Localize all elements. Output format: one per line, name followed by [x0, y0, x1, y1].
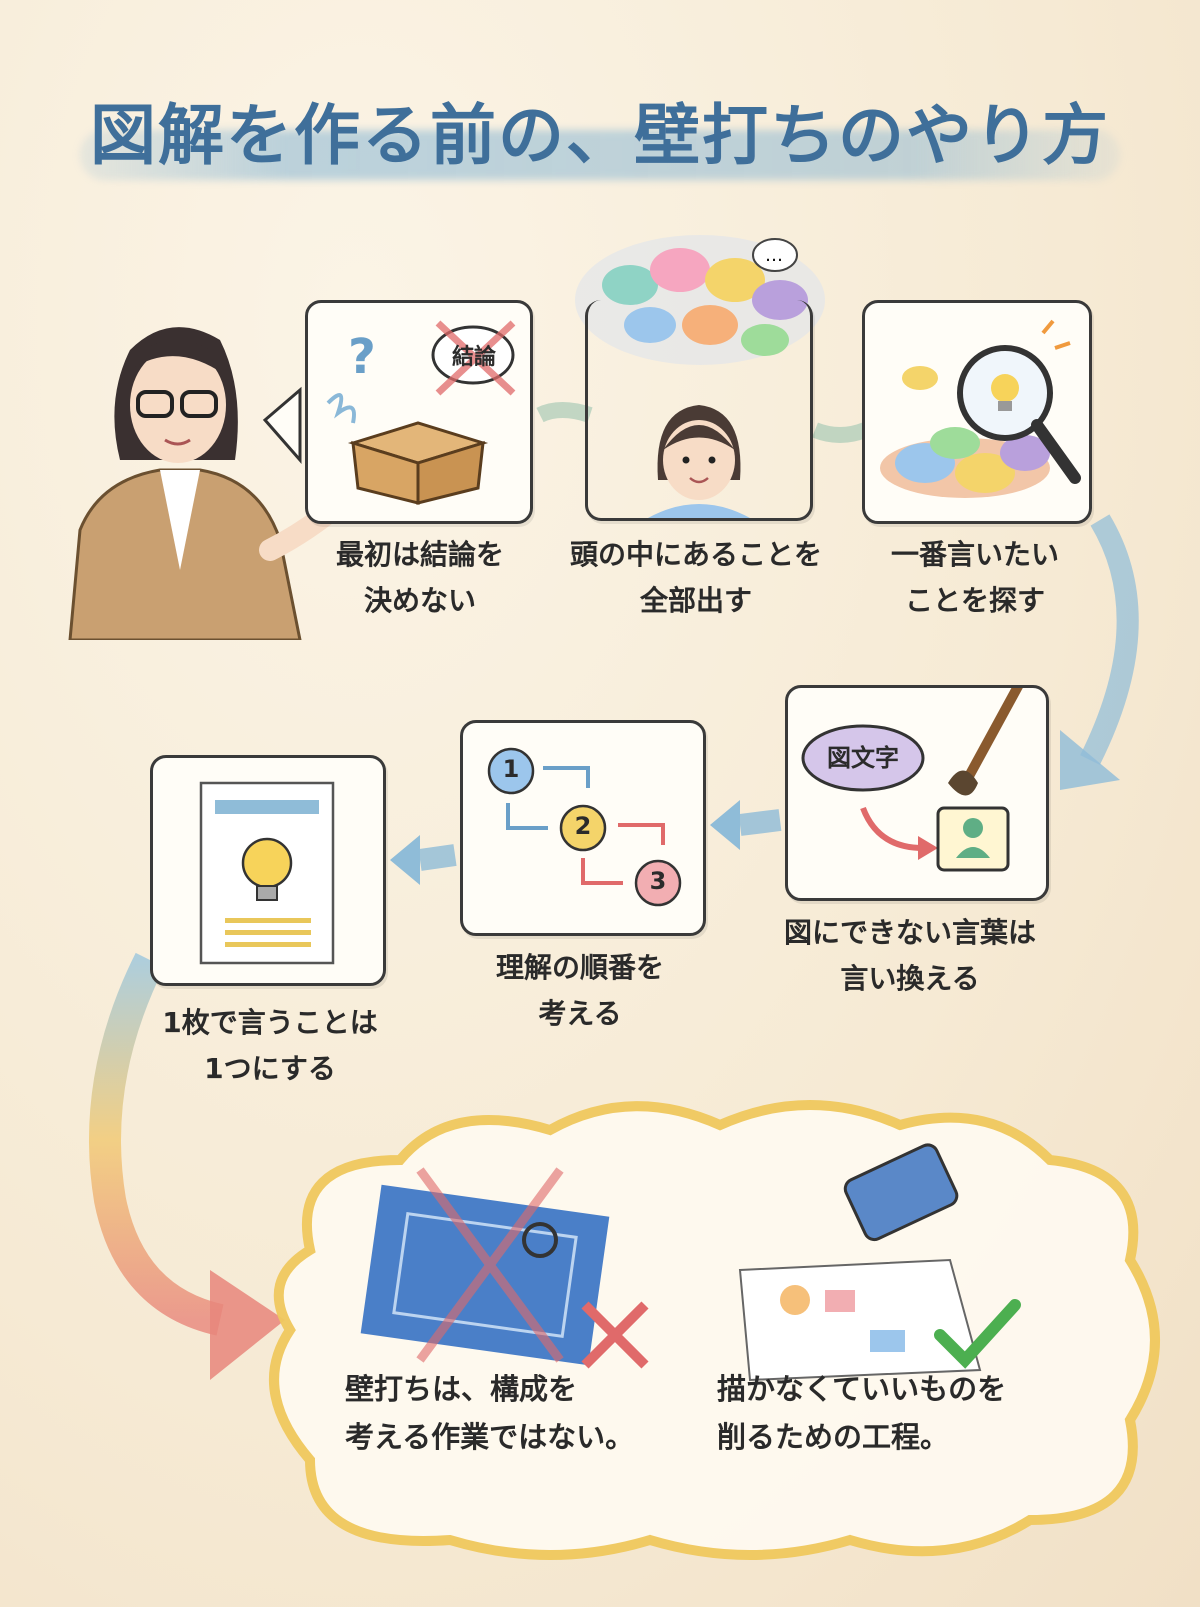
summary-cloud [269, 1100, 1160, 1560]
thought-clouds-illustration: … [575, 235, 825, 365]
number-1: 1 [502, 755, 520, 783]
summary-right-text: 描かなくていいものを 削るための工程。 [717, 1365, 1006, 1461]
girl-thinking-icon [648, 405, 750, 518]
summary-left-line1: 壁打ちは、構成を [345, 1372, 578, 1406]
step-1-line2: 決めない [363, 584, 476, 617]
step-4-label: 図にできない言葉は 言い換える [760, 910, 1060, 1002]
step-6-line2: 1つにする [204, 1052, 336, 1085]
open-box-icon: ? [326, 320, 516, 505]
number-2: 2 [574, 812, 592, 840]
page-title: 図解を作る前の、壁打ちのやり方 [90, 97, 1110, 174]
eraser-check-icon [738, 1143, 1021, 1382]
summary-left-line2: 考える作業ではない。 [345, 1420, 635, 1454]
step-1-line1: 最初は結論を [335, 538, 504, 571]
step-5-card: 1 2 3 [460, 720, 706, 936]
step-3-card [862, 300, 1092, 524]
blueprint-crossed-icon [360, 1167, 649, 1369]
presenter-illustration [68, 327, 360, 640]
summary-right-line1: 描かなくていいものを [717, 1372, 1007, 1406]
step-5-label: 理解の順番を 考える [440, 945, 720, 1037]
step-3-label: 一番言いたい ことを探す [845, 532, 1105, 624]
step-4-card: 図文字 [785, 685, 1049, 901]
step-4-line1: 図にできない言葉は [783, 916, 1036, 949]
number-3: 3 [649, 867, 667, 895]
step-3-line1: 一番言いたい [890, 538, 1059, 571]
step-1-label: 最初は結論を 決めない [290, 532, 550, 624]
step-4-line2: 言い換える [840, 962, 980, 995]
step-3-line2: ことを探す [904, 584, 1045, 617]
step-5-line1: 理解の順番を [495, 951, 664, 984]
step-2-line2: 全部出す [639, 584, 752, 617]
step-2-label: 頭の中にあることを 全部出す [560, 532, 832, 624]
title-underline-wash [80, 130, 1120, 180]
single-message-page-icon [199, 781, 335, 965]
step-5-line2: 考える [538, 997, 622, 1030]
svg-text:…: … [765, 245, 783, 266]
step-1-card: ? 結論 [305, 300, 533, 524]
magnifier-lightbulb-icon [880, 319, 1081, 498]
order-flow-icon [487, 747, 682, 907]
step-6-card [150, 755, 386, 986]
step-2-card [585, 300, 813, 521]
step-6-line1: 1枚で言うことは [162, 1006, 378, 1039]
step-2-line1: 頭の中にあることを [569, 538, 822, 571]
rephrase-icon [801, 688, 1023, 872]
conclusion-tag: 結論 [451, 345, 496, 370]
step-6-label: 1枚で言うことは 1つにする [130, 1000, 410, 1092]
svg-text:?: ? [348, 329, 376, 385]
summary-left-text: 壁打ちは、構成を 考える作業ではない。 [345, 1365, 634, 1461]
word-tag: 図文字 [827, 744, 899, 772]
summary-right-line2: 削るための工程。 [717, 1420, 950, 1454]
